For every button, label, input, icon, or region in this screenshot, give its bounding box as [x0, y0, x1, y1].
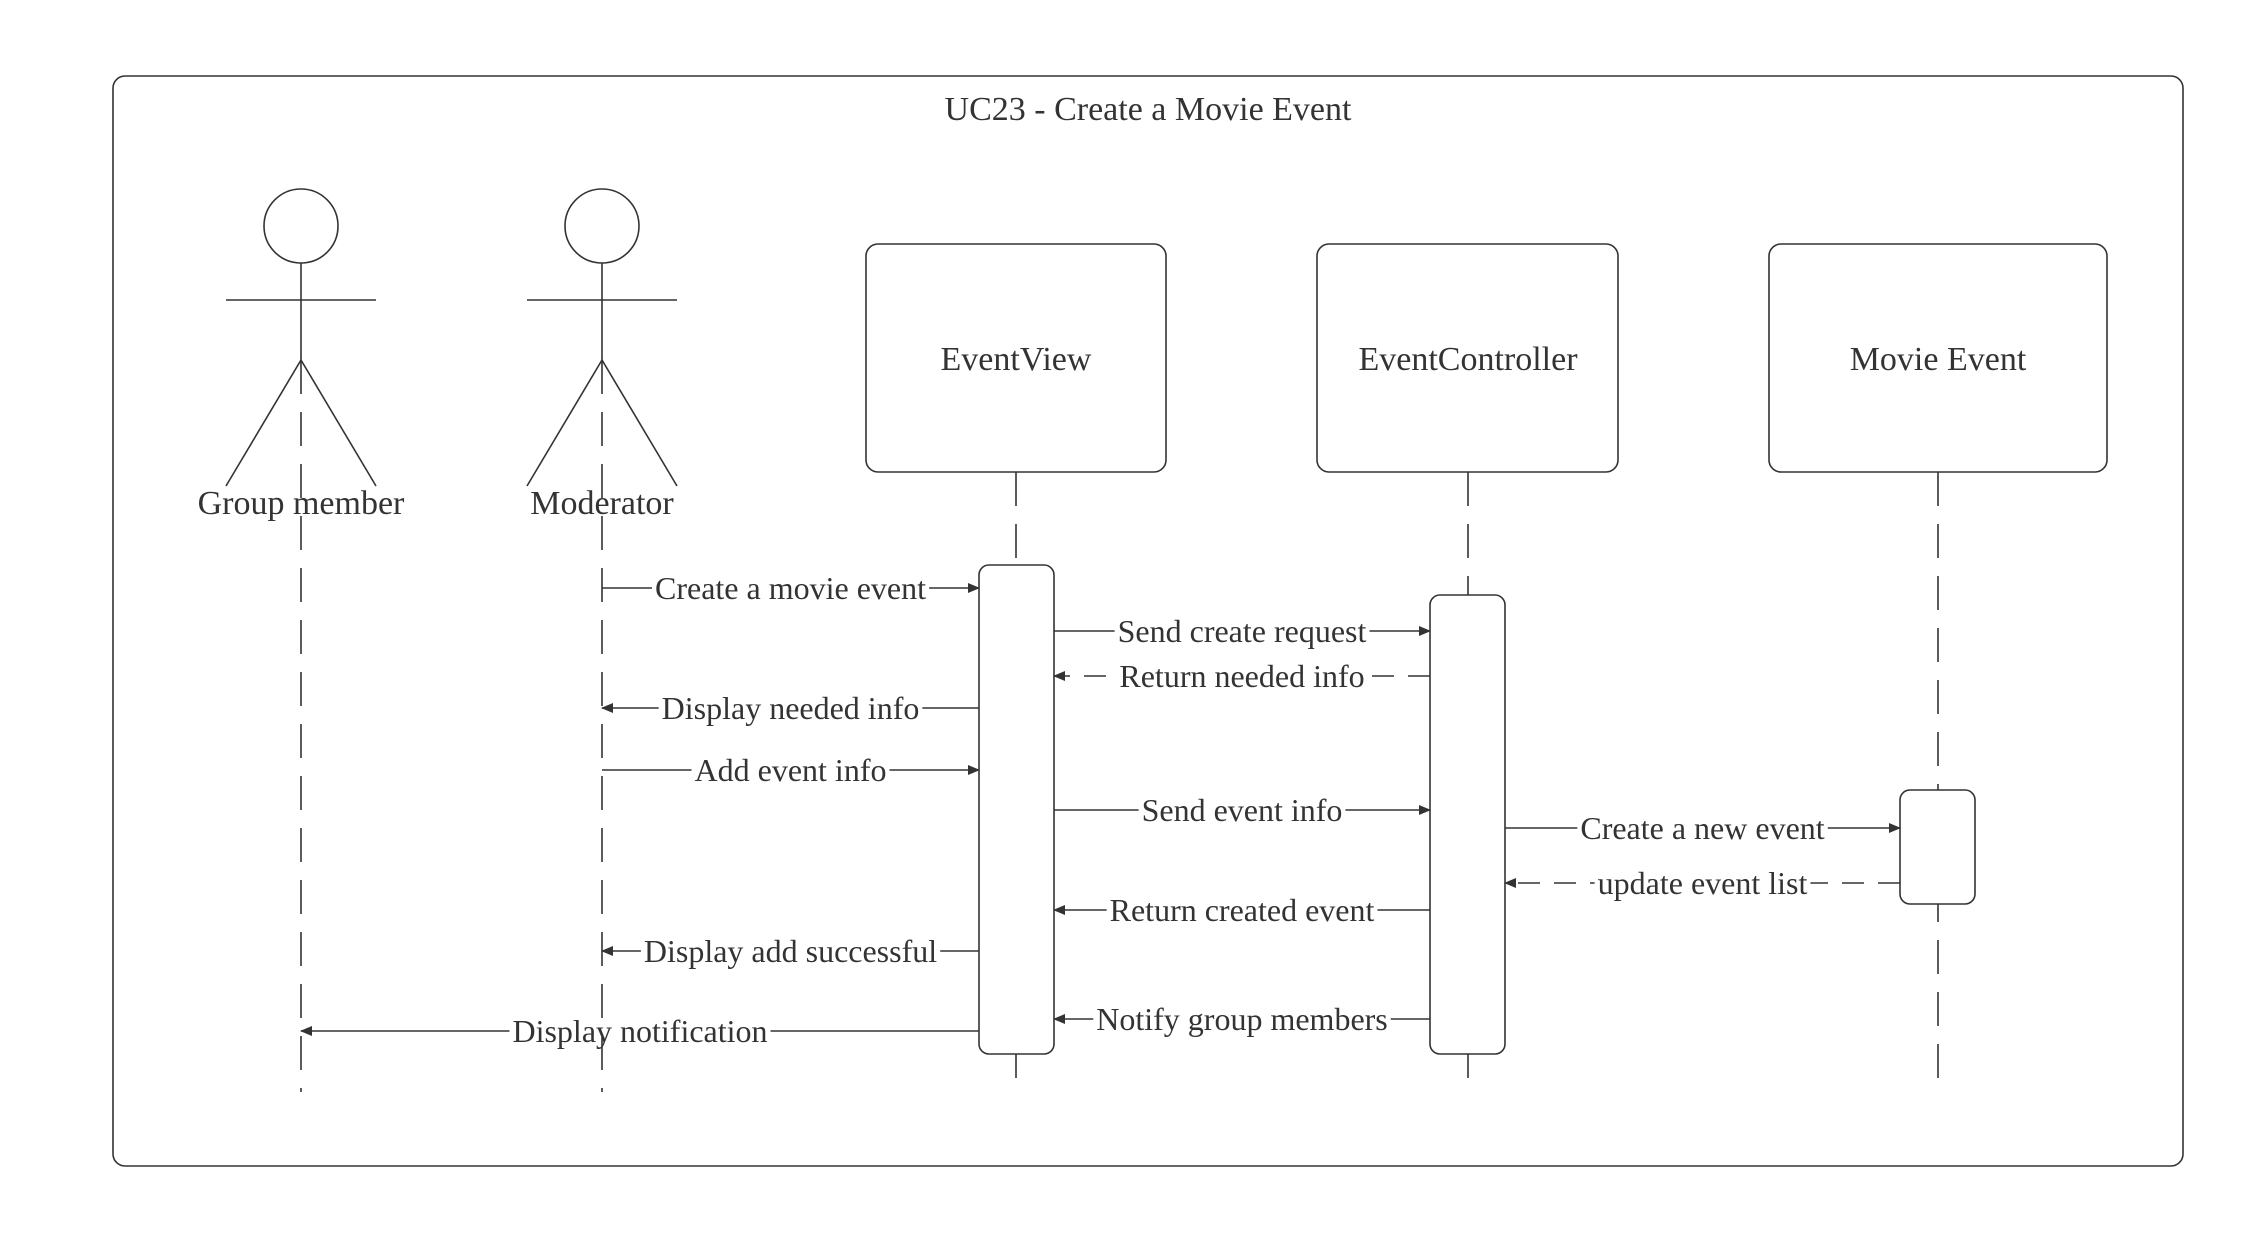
object-movie-event: Movie Event: [1768, 243, 2108, 473]
object-event-view: EventView: [865, 243, 1167, 473]
message-3: Return needed info: [1053, 658, 1430, 694]
message-4: Display needed info: [601, 690, 979, 726]
message-label: Add event info: [695, 752, 887, 788]
object-box: [1316, 243, 1619, 473]
message-10: Display add successful: [601, 933, 979, 969]
stick-figure-icon: [225, 188, 377, 487]
object-label: EventView: [941, 341, 1092, 378]
message-label: Return created event: [1110, 892, 1375, 928]
message-5: Add event info: [602, 752, 980, 788]
message-8: update event list: [1504, 865, 1900, 901]
message-label: Display needed info: [662, 690, 920, 726]
diagram-title: UC23 - Create a Movie Event: [945, 91, 1352, 128]
message-12: Display notification: [300, 1013, 979, 1049]
object-box: [1768, 243, 2108, 473]
object-label: EventController: [1358, 341, 1578, 378]
actor-group-member: Group member: [198, 188, 405, 522]
message-label: Create a new event: [1580, 810, 1824, 846]
message-6: Send event info: [1054, 792, 1431, 828]
message-label: Notify group members: [1096, 1001, 1388, 1037]
actor-label: Group member: [198, 485, 405, 522]
message-2: Send create request: [1054, 613, 1431, 649]
message-1: Create a movie event: [602, 570, 980, 606]
message-label: Return needed info: [1119, 658, 1364, 694]
activation-bar-event-view: [978, 564, 1055, 1055]
message-7: Create a new event: [1505, 810, 1901, 846]
message-label: Send event info: [1142, 792, 1343, 828]
diagram-frame: [112, 75, 2184, 1167]
message-label: Display notification: [512, 1013, 767, 1049]
message-label: Create a movie event: [655, 570, 926, 606]
message-11: Notify group members: [1053, 1001, 1430, 1037]
object-label: Movie Event: [1850, 341, 2027, 378]
actor-label: Moderator: [530, 485, 674, 522]
message-label: Send create request: [1118, 613, 1367, 649]
stick-figure-icon: [526, 188, 678, 487]
activation-bar-event-controller: [1429, 594, 1506, 1055]
actor-moderator: Moderator: [526, 188, 678, 522]
message-label: Display add successful: [644, 933, 937, 969]
object-event-controller: EventController: [1316, 243, 1619, 473]
object-box: [865, 243, 1167, 473]
activation-bar-movie-event: [1899, 789, 1976, 905]
message-9: Return created event: [1053, 892, 1430, 928]
message-label: update event list: [1598, 865, 1808, 901]
